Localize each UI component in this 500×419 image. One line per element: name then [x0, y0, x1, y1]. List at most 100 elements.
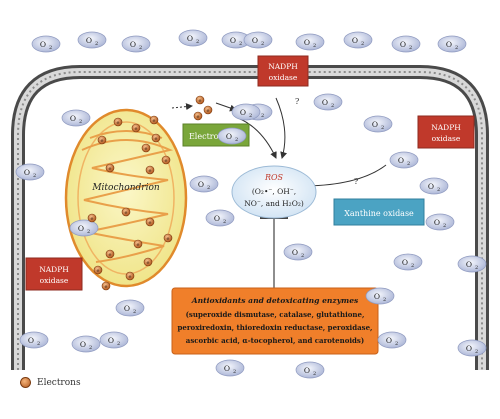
question-mark-nadph: ? — [295, 97, 299, 106]
svg-text:e: e — [147, 260, 150, 266]
svg-text:2: 2 — [133, 309, 136, 315]
svg-text:O: O — [130, 40, 136, 49]
electron-leak-label: Electron leak — [189, 132, 243, 141]
electron: e — [105, 163, 115, 173]
svg-text:O: O — [386, 336, 392, 345]
svg-text:2: 2 — [381, 125, 384, 131]
svg-text:2: 2 — [443, 223, 446, 229]
svg-text:O: O — [304, 38, 310, 47]
svg-text:2: 2 — [313, 371, 316, 377]
svg-text:2: 2 — [95, 41, 98, 47]
svg-text:O: O — [252, 36, 258, 45]
oxygen-molecules: O2O2O2O2O2O2O2O2O2O2O2O2O2O2O2O2O2O2O2O2… — [15, 29, 487, 379]
svg-text:O: O — [374, 292, 380, 301]
nadph-label: NADPH — [431, 123, 461, 132]
svg-text:e: e — [145, 146, 148, 152]
svg-text:e: e — [101, 138, 104, 144]
svg-text:2: 2 — [49, 45, 52, 51]
svg-text:2: 2 — [455, 45, 458, 51]
svg-text:2: 2 — [239, 41, 242, 47]
svg-text:2: 2 — [395, 341, 398, 347]
electron-icon — [20, 377, 31, 388]
svg-text:2: 2 — [383, 297, 386, 303]
svg-text:2: 2 — [475, 349, 478, 355]
svg-text:2: 2 — [301, 253, 304, 259]
svg-text:e: e — [165, 158, 168, 164]
cell-membrane — [11, 65, 489, 370]
electron: e — [125, 271, 135, 281]
svg-text:2: 2 — [437, 187, 440, 193]
svg-text:e: e — [129, 274, 132, 280]
svg-text:e: e — [149, 220, 152, 226]
svg-text:O: O — [466, 260, 472, 269]
nadph-label: NADPH — [39, 265, 69, 274]
svg-text:O: O — [304, 366, 310, 375]
svg-text:O: O — [226, 132, 232, 141]
mitochondrion-label: Mitochondrion — [91, 183, 160, 193]
electron: e — [97, 135, 107, 145]
svg-text:O: O — [198, 180, 204, 189]
svg-text:e: e — [197, 114, 200, 120]
nadph-label: NADPH — [268, 62, 298, 71]
svg-text:e: e — [167, 236, 170, 242]
electron: e — [141, 143, 151, 153]
svg-text:O: O — [80, 340, 86, 349]
electron: e — [87, 213, 97, 223]
svg-text:2: 2 — [117, 341, 120, 347]
svg-text:2: 2 — [233, 369, 236, 375]
antioxidants-line: ascorbic acid, α-tocopherol, and caroten… — [186, 336, 364, 345]
electron: e — [113, 117, 123, 127]
nadph-oxidase-left: NADPH oxidase — [25, 257, 83, 291]
svg-text:2: 2 — [409, 45, 412, 51]
svg-text:O: O — [214, 214, 220, 223]
svg-text:2: 2 — [261, 113, 264, 119]
svg-text:2: 2 — [411, 263, 414, 269]
legend: Electrons — [20, 377, 81, 388]
svg-text:O: O — [230, 36, 236, 45]
svg-text:e: e — [199, 98, 202, 104]
svg-text:O: O — [400, 40, 406, 49]
xanthine-oxidase-box — [333, 198, 425, 226]
xanthine-oxidase-label: Xanthine oxidase — [344, 209, 414, 218]
nadph-oxidase-top: NADPH oxidase — [257, 55, 309, 87]
arrow-xanthine-to-ros — [305, 164, 387, 190]
electron: e — [131, 123, 141, 133]
svg-text:O: O — [124, 304, 130, 313]
electron: e — [145, 217, 155, 227]
nadph-label: oxidase — [40, 276, 69, 285]
svg-text:2: 2 — [261, 41, 264, 47]
svg-text:e: e — [135, 126, 138, 132]
svg-text:2: 2 — [407, 161, 410, 167]
antioxidants-line: (superoxide dismutase, catalase, glutath… — [186, 310, 365, 319]
svg-text:2: 2 — [313, 43, 316, 49]
svg-text:O: O — [428, 182, 434, 191]
svg-text:O: O — [187, 34, 193, 43]
svg-text:2: 2 — [87, 229, 90, 235]
electron: e — [163, 233, 173, 243]
svg-text:O: O — [28, 336, 34, 345]
electron: e — [203, 105, 213, 115]
svg-text:O: O — [86, 36, 92, 45]
